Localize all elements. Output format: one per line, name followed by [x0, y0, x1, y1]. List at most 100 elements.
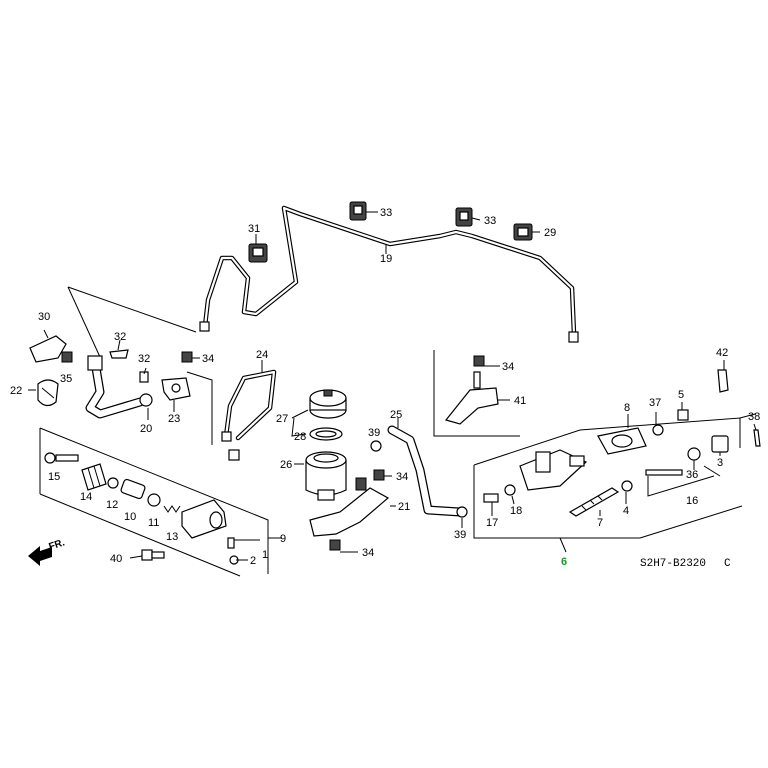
part-label-12: 12 — [106, 499, 118, 511]
part-label-2: 2 — [250, 555, 256, 567]
clip-42 — [717, 369, 729, 393]
bolt-35 — [61, 351, 73, 363]
nut-36 — [687, 447, 701, 461]
part-label-35: 35 — [60, 373, 72, 385]
gasket-8 — [597, 427, 647, 455]
part-label-8: 8 — [624, 402, 630, 414]
bracket-23 — [161, 377, 191, 401]
washer-18 — [504, 484, 516, 496]
bracket-30 — [29, 335, 67, 363]
joint-17 — [483, 493, 499, 503]
part-label-41: 41 — [514, 395, 526, 407]
bolt-15 — [44, 452, 79, 464]
part-label-25: 25 — [390, 409, 402, 421]
part-label-33a: 33 — [380, 207, 392, 219]
part-label-31: 31 — [248, 223, 260, 235]
pin-38 — [753, 429, 761, 447]
part-label-32a: 32 — [114, 331, 126, 343]
part-label-11: 11 — [148, 517, 159, 529]
bolt-34b — [473, 355, 485, 367]
part-label-13: 13 — [166, 531, 178, 543]
spring-13 — [163, 505, 181, 513]
part-label-9: 9 — [280, 533, 286, 545]
clip-32a — [109, 349, 129, 359]
nut-37 — [652, 424, 664, 436]
part-label-5: 5 — [678, 389, 684, 401]
reservoir-hose-25 — [387, 425, 465, 517]
bracket-41 — [444, 371, 499, 425]
bolt-34a — [181, 351, 193, 363]
pipe-clip-29 — [513, 223, 533, 241]
pushrod-7 — [568, 487, 620, 517]
part-label-37: 37 — [649, 397, 661, 409]
bolt-40 — [141, 549, 165, 561]
part-label-42: 42 — [716, 347, 728, 359]
piston-10 — [120, 478, 146, 500]
part-label-40: 40 — [110, 553, 122, 565]
leader-lines — [28, 211, 757, 561]
reservoir-tank-26 — [305, 451, 347, 501]
part-label-18: 18 — [510, 505, 522, 517]
part-label-33b: 33 — [484, 215, 496, 227]
reservoir-bracket-21 — [309, 477, 390, 537]
part-label-14: 14 — [80, 491, 92, 503]
bolt-34c — [373, 469, 385, 481]
nut-39a — [370, 440, 382, 452]
part-label-36: 36 — [686, 469, 698, 481]
part-label-23: 23 — [168, 413, 180, 425]
clip-32b — [139, 371, 149, 383]
part-label-30: 30 — [38, 311, 50, 323]
part-label-34c: 34 — [396, 471, 408, 483]
part-label-10: 10 — [124, 511, 136, 523]
clutch-pipe-19 — [199, 205, 579, 343]
master-cylinder — [519, 449, 588, 491]
bolt-34d — [329, 539, 341, 551]
reservoir-seal-28 — [309, 427, 343, 441]
pin-16 — [645, 469, 683, 476]
part-labels: 1 2 3 4 5 6 7 8 9 10 11 12 13 14 15 16 1… — [10, 207, 760, 568]
part-label-22: 22 — [10, 385, 22, 397]
part-label-6-highlighted: 6 — [561, 556, 567, 568]
part-label-15: 15 — [48, 471, 60, 483]
clip-4 — [621, 480, 633, 492]
part-label-34a: 34 — [202, 353, 214, 365]
part-label-20: 20 — [140, 423, 152, 435]
part-label-1: 1 — [262, 549, 268, 561]
reservoir-cap-27 — [309, 389, 347, 419]
clutch-hose-20 — [85, 355, 153, 419]
part-label-7: 7 — [597, 517, 603, 529]
group-outlines — [39, 286, 756, 577]
part-label-34d: 34 — [362, 547, 374, 559]
part-label-32b: 32 — [138, 353, 150, 365]
part-label-34b: 34 — [502, 361, 514, 373]
nut-39b — [456, 506, 468, 518]
front-arrow-icon: FR. — [28, 537, 66, 566]
clip-22 — [37, 379, 59, 407]
part-label-28: 28 — [294, 431, 306, 443]
part-label-39b: 39 — [454, 529, 466, 541]
part-label-38: 38 — [748, 411, 760, 423]
part-label-26: 26 — [280, 459, 292, 471]
front-marker-label: FR. — [48, 537, 67, 553]
drawing-code-suffix: C — [724, 558, 731, 570]
part-label-21: 21 — [398, 501, 410, 513]
pipe-clip-33b — [455, 207, 473, 227]
yoke-3 — [711, 435, 729, 453]
part-label-27: 27 — [276, 413, 288, 425]
part-label-3: 3 — [717, 457, 723, 469]
ring-12 — [107, 477, 119, 489]
part-label-24: 24 — [256, 349, 268, 361]
clip-5 — [677, 409, 689, 421]
drawing-code-block: S2H7-B2320 C — [640, 558, 731, 570]
clutch-pipe-24 — [221, 369, 277, 461]
pipe-clip-31 — [248, 243, 268, 263]
pipe-clip-33a — [349, 201, 367, 221]
part-label-16: 16 — [686, 495, 698, 507]
part-label-39a: 39 — [368, 427, 380, 439]
slave-cylinder — [181, 499, 227, 539]
part-label-19: 19 — [380, 253, 392, 265]
bleeder-1 — [227, 537, 235, 549]
part-label-17: 17 — [486, 517, 498, 529]
